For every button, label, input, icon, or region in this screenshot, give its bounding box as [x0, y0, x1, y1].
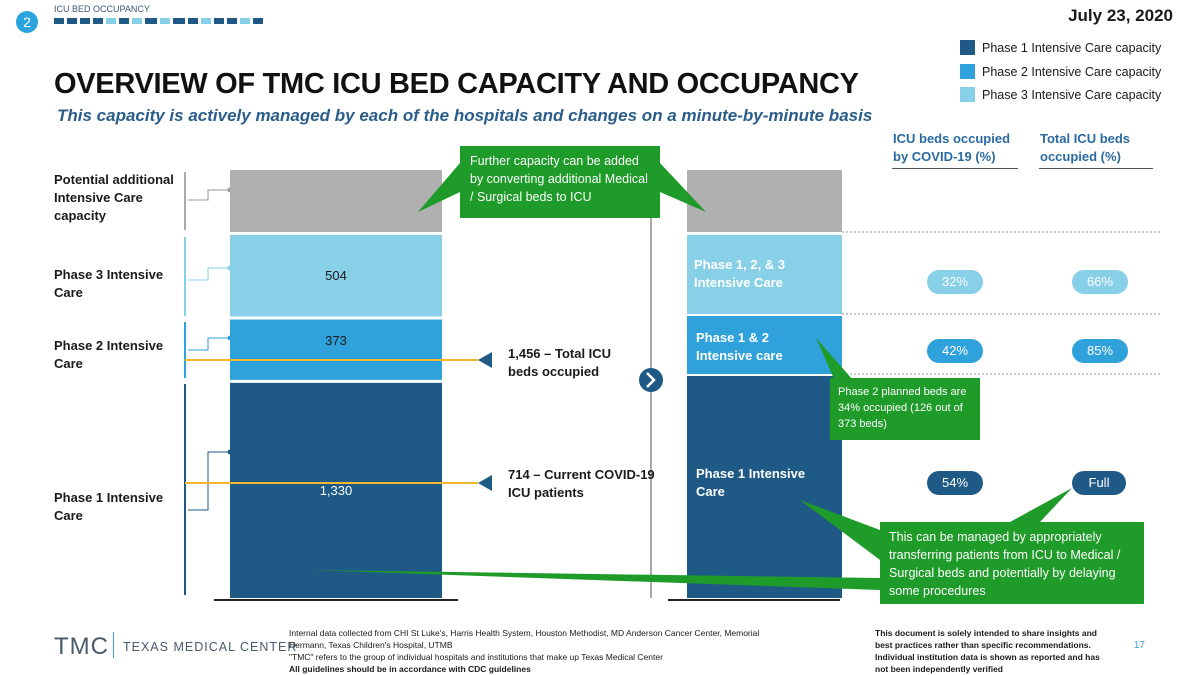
connector-phase2 — [188, 337, 230, 351]
callout-pointer-phase2 — [816, 338, 860, 388]
total-pct-phase1: Full — [1072, 471, 1126, 495]
legend-item-phase1: Phase 1 Intensive Care capacity — [960, 40, 1161, 55]
footer-sources: Internal data collected from CHI St Luke… — [289, 627, 779, 675]
tmc-logo: TMC — [54, 633, 109, 660]
callout-further-capacity: Further capacity can be added by convert… — [460, 146, 660, 218]
covid-pct-phase123: 32% — [927, 270, 983, 294]
source-line-3: All guidelines should be in accordance w… — [289, 664, 531, 674]
section-progress-strip — [54, 18, 263, 24]
bar-potential-capacity — [230, 170, 442, 232]
page-title: OVERVIEW OF TMC ICU BED CAPACITY AND OCC… — [54, 68, 859, 100]
covid-patients-annotation: 714 – Current COVID-19 ICU patients — [508, 467, 655, 500]
callout-pointer-left — [418, 163, 460, 212]
total-occupied-header: Total ICU beds occupied (%) — [1040, 131, 1131, 164]
callout-phase2-planned: Phase 2 planned beds are 34% occupied (1… — [830, 378, 980, 440]
callout-pointer-full — [1010, 488, 1072, 522]
chevron-right-icon — [646, 372, 656, 388]
report-date: July 23, 2020 — [1068, 6, 1173, 25]
total-occupied-pointer — [478, 352, 492, 368]
bar-phase2 — [230, 319, 442, 380]
callout-pointer-managed-left — [310, 570, 880, 590]
source-line-2: "TMC" refers to the group of individual … — [289, 652, 663, 662]
legend-label: Phase 1 Intensive Care capacity — [982, 40, 1162, 55]
right-label-phase123: Phase 1, 2, & 3 Intensive Care — [694, 257, 786, 290]
bar-right-potential — [687, 170, 842, 232]
page-number: 17 — [1133, 640, 1145, 651]
total-pct-phase123: 66% — [1072, 270, 1128, 294]
source-line-1: Internal data collected from CHI St Luke… — [289, 628, 760, 650]
bar-phase1 — [230, 382, 442, 598]
header-underline — [892, 168, 1018, 169]
right-label-phase12: Phase 1 & 2 Intensive care — [696, 330, 783, 363]
legend-swatch — [960, 64, 975, 79]
row-label-phase2: Phase 2 Intensive Care — [54, 338, 164, 371]
bar-right-phase123 — [687, 235, 842, 314]
header-underline — [1039, 168, 1153, 169]
covid-occupied-header: ICU beds occupied by COVID-19 (%) — [893, 131, 1011, 164]
bar-value-phase1: 1,330 — [319, 482, 353, 498]
bar-value-phase3: 504 — [325, 267, 347, 283]
callout-pointer-right — [660, 163, 706, 212]
connector-phase3 — [188, 267, 230, 281]
bar-right-phase12 — [687, 316, 842, 374]
right-label-phase1: Phase 1 Intensive Care — [696, 466, 806, 499]
row-label-potential: Potential additional Intensive Care capa… — [54, 172, 174, 223]
covid-occupied-pointer — [478, 475, 492, 491]
callout-pointer-managed-bar — [800, 500, 880, 560]
row-label-phase3: Phase 3 Intensive Care — [54, 267, 164, 300]
callout-managed: This can be managed by appropriately tra… — [880, 522, 1144, 604]
arrow-circle — [639, 368, 663, 392]
section-label: ICU BED OCCUPANCY — [54, 4, 150, 14]
connector-potential — [188, 189, 230, 201]
total-occupied-annotation: 1,456 – Total ICU beds occupied — [508, 346, 612, 379]
legend-swatch — [960, 40, 975, 55]
legend-swatch — [960, 87, 975, 102]
legend-label: Phase 2 Intensive Care capacity — [982, 64, 1162, 79]
covid-pct-phase12: 42% — [927, 339, 983, 363]
footer-disclaimer: This document is solely intended to shar… — [875, 628, 1100, 674]
bar-phase3 — [230, 235, 442, 317]
covid-pct-phase1: 54% — [927, 471, 983, 495]
row-label-phase1: Phase 1 Intensive Care — [54, 490, 164, 523]
page-subtitle: This capacity is actively managed by eac… — [57, 106, 873, 125]
legend-item-phase2: Phase 2 Intensive Care capacity — [960, 64, 1161, 79]
bar-value-phase2: 373 — [325, 332, 347, 348]
total-pct-phase12: 85% — [1072, 339, 1128, 363]
bar-right-phase1 — [687, 376, 842, 598]
connector-phase1 — [188, 451, 230, 511]
tmc-logo-name: TEXAS MEDICAL CENTER — [123, 640, 298, 654]
logo-divider — [113, 632, 114, 658]
section-number-badge: 2 — [16, 11, 38, 33]
legend-item-phase3: Phase 3 Intensive Care capacity — [960, 87, 1161, 102]
legend-label: Phase 3 Intensive Care capacity — [982, 87, 1162, 102]
